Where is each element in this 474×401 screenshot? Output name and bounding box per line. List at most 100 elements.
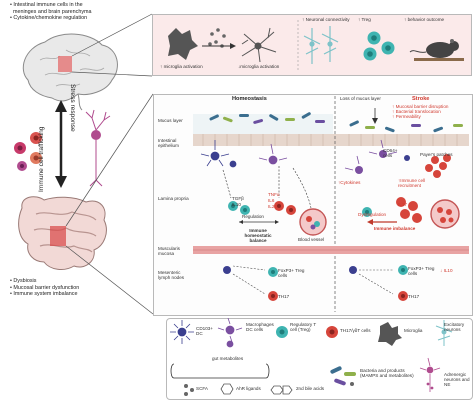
trafficking-arrows — [55, 100, 67, 188]
gut-icon — [18, 196, 107, 270]
legend-microglia: Microglia — [404, 328, 423, 333]
cd103-dc-icon — [170, 320, 194, 344]
il23-label: IL23 — [268, 204, 277, 209]
row-label-epithelium: Intestinal epithelium — [158, 138, 179, 149]
foxp3-right-label: FoxP3+ Treg cells — [408, 266, 435, 277]
brain-zoom-line-bottom — [71, 71, 153, 77]
th17-left-label: TH17 — [278, 294, 290, 299]
gut-bullets: • Dysbiosis • Mucosal barrier dysfunctio… — [10, 278, 150, 298]
tgfb-label: TGFβ — [232, 196, 244, 201]
bacteria-legend-icon — [330, 366, 356, 386]
loss-mucus-label: Loss of mucus layer — [340, 96, 381, 101]
legend-excitatory: Excitatory neurons — [444, 322, 465, 333]
trafficking-label: Immune cell trafficking — [38, 126, 45, 192]
brain-bullet-1: • Intestinal immune cells in the — [10, 2, 83, 8]
legend-icons — [170, 318, 453, 396]
mesenteric-left-cells — [223, 265, 278, 301]
trafficking-label-wrap: Immune cell trafficking — [38, 112, 48, 192]
legend-regulatory: Regulatory T cell (Treg) — [290, 322, 317, 333]
row-label-mesenteric: Mesenteric lymph nodes — [158, 270, 185, 281]
il6-label: IL6 — [268, 198, 275, 203]
row-label-lamina: Lamina propria — [158, 196, 189, 201]
mesenteric-right-cells — [349, 265, 408, 301]
brain-bullet-3: • Cytokine/chemokine regulation — [10, 15, 88, 22]
stroke-title: Stroke — [412, 96, 430, 102]
bile-acid-icon — [270, 385, 293, 395]
immune-cells-left — [14, 132, 42, 171]
row-label-mucus: Mucus layer — [158, 118, 183, 123]
stroke-effect-3: ↑ Permeability — [392, 114, 421, 120]
peyers-patches-icon — [425, 154, 451, 178]
ahr-icon — [220, 383, 234, 395]
gut-bullet-3: • Immune system imbalance — [10, 291, 78, 298]
peyers-label: Payer's patches — [420, 152, 453, 157]
legend-bacteria: Bacteria and products (MAMPS and metabol… — [360, 368, 414, 379]
treg-legend-icon — [276, 326, 288, 338]
gut-zoom-line-bottom — [65, 245, 154, 315]
legend-bile: 2nd bile acids — [296, 386, 325, 391]
epithelium-band — [193, 134, 469, 146]
legend-scfa: SCFA — [196, 386, 208, 391]
legend-ahr: AhR ligands — [236, 386, 261, 391]
gut-zoom-line-top — [65, 93, 154, 227]
gut-bullet-1: • Dysbiosis — [10, 278, 37, 284]
behavior-outcome-label: ↑ behavior outcome — [404, 17, 445, 22]
row-label-muscularis: Muscularis mucosa — [158, 246, 180, 257]
brain-bullets: • Intestinal immune cells in the meninge… — [10, 2, 150, 22]
gut-bullet-2: • Mucosal barrier dysfunction — [10, 284, 80, 291]
microglia-activation-up: ↑ microglia activation — [160, 64, 203, 69]
bacteria-left — [209, 112, 325, 124]
bacteria-right — [349, 120, 463, 133]
mouse-icon — [409, 39, 464, 61]
microglia-activation-down: ↓microglia activation — [238, 64, 280, 69]
regulation-label: Regulation — [242, 214, 264, 219]
cytokines-label: ↑Cytokines — [338, 180, 361, 185]
neuron-connectivity-icon — [303, 26, 339, 64]
il10-right-label: ↓ IL10 — [440, 268, 453, 273]
immune-recruitment-label: ↑Immune cell recruitment — [398, 178, 426, 189]
stroke-cells — [344, 139, 410, 174]
brain-zoom-line-top — [71, 13, 153, 57]
cd64-label: CD64+ cells — [383, 148, 398, 159]
gut-metabolites-bracket — [170, 363, 270, 379]
metabolite-dots-icon — [208, 28, 226, 48]
legend-adrenergic: Adrenergic neurons and NE — [444, 372, 470, 388]
ramified-microglia-icon — [241, 27, 277, 63]
gut-panel-graphics — [193, 96, 469, 312]
stress-label-wrap: Stress response — [68, 84, 78, 154]
stroke-effects: ↑ Mucosal barrier disruption ↑ Bacterial… — [392, 104, 472, 120]
immune-homeostatic-label: Immune homeostatic balance — [244, 228, 272, 244]
activated-microglia-icon — [168, 28, 198, 60]
dysregulation-label: Dysregulation — [358, 212, 387, 217]
homeostasis-title: Homeostasis — [232, 96, 267, 102]
treg-up-label: ↑ Treg — [358, 17, 371, 22]
scfa-icon — [184, 384, 194, 396]
brain-bullet-2: meninges and brain parenchyma — [10, 8, 92, 15]
il17-label: IL17 — [398, 202, 407, 207]
il10-left-label: IL10 — [232, 202, 241, 207]
legend-th17: TH17/γδT cells — [340, 328, 371, 333]
dc-cells-left — [200, 140, 288, 168]
stroke-effect-2: ↑ Bacterial translocation — [392, 109, 441, 115]
legend-macrophages: Macrophages DC cells — [246, 322, 274, 333]
excitatory-neuron-icon — [435, 320, 453, 346]
epithelium-cells — [202, 134, 458, 146]
immune-imbalance-label: Immune imbalance — [374, 226, 416, 231]
blood-vessel-left-icon — [299, 208, 327, 236]
neuronal-connectivity-label: ↑ Neuronal connectivity — [302, 17, 350, 22]
blood-vessel-right-icon — [430, 199, 460, 229]
th17-cluster-right — [362, 197, 422, 223]
stress-label: Stress response — [69, 84, 76, 132]
brain-panel-graphics — [168, 20, 464, 70]
th17-right-label: TH17 — [408, 294, 420, 299]
lamina-cells-left — [228, 201, 296, 215]
adrenergic-neuron-icon — [85, 109, 111, 187]
stroke-effect-1: ↑ Mucosal barrier disruption — [392, 104, 449, 109]
tnfa-label: TNFα — [268, 192, 280, 197]
legend-cd103: CD103+ DC — [196, 326, 213, 337]
blood-vessel-label: Blood vessel — [298, 237, 325, 242]
microglia-legend-icon — [378, 322, 402, 346]
foxp3-left-label: FoxP3+ Treg cells — [278, 268, 305, 279]
treg-cells-icon — [363, 31, 395, 61]
